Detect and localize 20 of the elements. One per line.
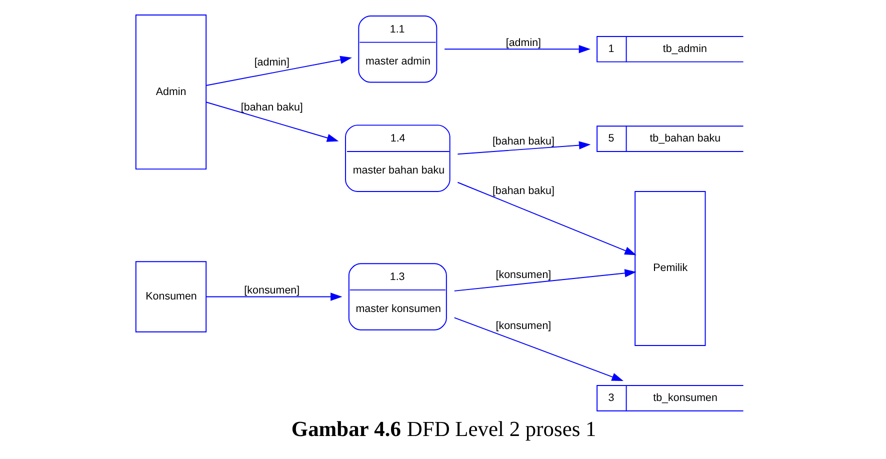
- arrow: [453, 317, 623, 382]
- arrow: [453, 269, 636, 292]
- arrow: [456, 182, 636, 256]
- edge-label: [bahan baku]: [492, 185, 554, 198]
- arrow: [205, 292, 342, 301]
- edge-label: [bahan baku]: [240, 101, 302, 114]
- arrow: [205, 102, 338, 142]
- edge-label: [konsumen]: [495, 320, 551, 332]
- arrow: [444, 45, 590, 54]
- edge-label: [admin]: [254, 56, 289, 69]
- edge-label: [bahan baku]: [492, 135, 554, 148]
- caption: Gambar 4.6 DFD Level 2 proses 1: [290, 416, 596, 441]
- edge-label: [konsumen]: [495, 269, 551, 282]
- edge-label: [konsumen]: [244, 284, 300, 297]
- node-box: Admin: [134, 14, 206, 170]
- node-box: Konsumen: [134, 261, 206, 332]
- node-box: Pemilik: [634, 190, 706, 346]
- arrow: [456, 141, 590, 155]
- edge-label: [admin]: [505, 37, 541, 50]
- arrow: [205, 56, 352, 86]
